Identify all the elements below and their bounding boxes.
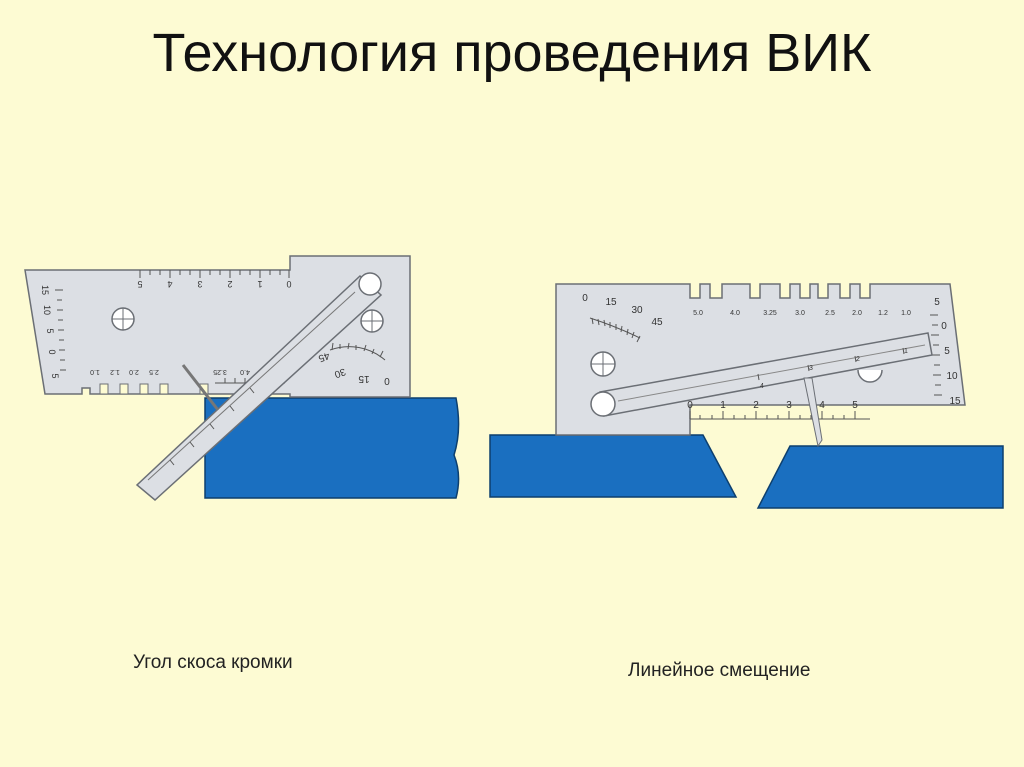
slide-title: Технология проведения ВИК — [152, 23, 872, 83]
left-side-tick-5b: 5 — [50, 373, 60, 378]
right-arm-pivot — [590, 391, 616, 417]
left-side-tick-15: 15 — [40, 285, 50, 295]
right-side-tick-15: 15 — [949, 396, 961, 407]
right-bottom-tick-4: 4 — [819, 400, 825, 411]
right-top-label-6: 2.0 — [852, 310, 862, 317]
right-plate-left — [489, 434, 738, 498]
right-needle — [803, 377, 823, 448]
right-angle-30: 30 — [631, 305, 643, 316]
left-top-tick-4: 4 — [167, 279, 172, 289]
right-side-tick-5b: 5 — [944, 346, 950, 357]
right-side-tick-0: 0 — [941, 321, 947, 332]
right-angle-0: 0 — [582, 293, 588, 304]
left-figure: 0 1 2 3 4 5 15 10 5 0 5 1.0 1.2 2.0 2.5 … — [24, 255, 460, 501]
right-top-label-8: 1.0 — [901, 310, 911, 317]
left-bottom-label-4: 2.5 — [149, 368, 159, 375]
left-bottom-label-1: 1.0 — [90, 368, 100, 375]
left-bottom-label-3: 2.0 — [129, 368, 139, 375]
left-top-tick-3: 3 — [197, 279, 202, 289]
right-angle-45: 45 — [651, 317, 663, 328]
right-slider-tick-1: 1 — [904, 348, 908, 355]
right-bottom-tick-1: 1 — [720, 400, 726, 411]
left-top-tick-0: 0 — [286, 279, 291, 289]
right-top-label-2: 4.0 — [730, 310, 740, 317]
left-angle-0: 0 — [384, 375, 390, 386]
right-top-label-7: 1.2 — [878, 310, 888, 317]
right-figure-caption: Линейное смещение — [628, 660, 811, 681]
left-top-tick-5: 5 — [137, 279, 142, 289]
left-top-tick-1: 1 — [257, 279, 262, 289]
right-bottom-tick-0: 0 — [687, 400, 693, 411]
left-gauge-body — [24, 255, 411, 398]
left-angle-30: 30 — [332, 365, 347, 379]
left-side-tick-10: 10 — [42, 305, 52, 315]
left-side-tick-0: 0 — [47, 349, 57, 354]
right-side-tick-5a: 5 — [934, 297, 940, 308]
left-needle — [181, 364, 220, 411]
left-bottom-label-2: 1.2 — [110, 368, 120, 375]
right-bottom-tick-3: 3 — [786, 400, 792, 411]
right-bottom-tick-2: 2 — [753, 400, 759, 411]
right-side-tick-10: 10 — [946, 371, 958, 382]
left-angle-45: 45 — [316, 349, 331, 363]
left-top-tick-2: 2 — [227, 279, 232, 289]
right-slider-tick-4: 4 — [760, 383, 764, 390]
right-top-label-4: 3.0 — [795, 310, 805, 317]
right-slider-tick-2: 2 — [856, 356, 860, 363]
left-angle-15: 15 — [358, 373, 370, 384]
right-top-label-1: 5.0 — [693, 310, 703, 317]
right-bottom-tick-5: 5 — [852, 400, 858, 411]
left-bottom-label-6: 4.0 — [240, 368, 250, 375]
left-side-tick-5a: 5 — [45, 328, 55, 333]
left-figure-caption: Угол скоса кромки — [133, 652, 293, 673]
right-angle-15: 15 — [605, 297, 617, 308]
right-top-label-5: 2.5 — [825, 310, 835, 317]
right-plate-right — [756, 445, 1004, 509]
left-bottom-label-5: 3.25 — [213, 368, 227, 375]
right-figure: 0 15 30 45 5.0 4.0 3.25 3.0 2.5 2.0 1.2 … — [489, 283, 1004, 509]
left-plate — [204, 397, 460, 499]
right-top-label-3: 3.25 — [763, 310, 777, 317]
left-arm-pivot — [358, 272, 382, 296]
right-slider-tick-3: 3 — [809, 365, 813, 372]
